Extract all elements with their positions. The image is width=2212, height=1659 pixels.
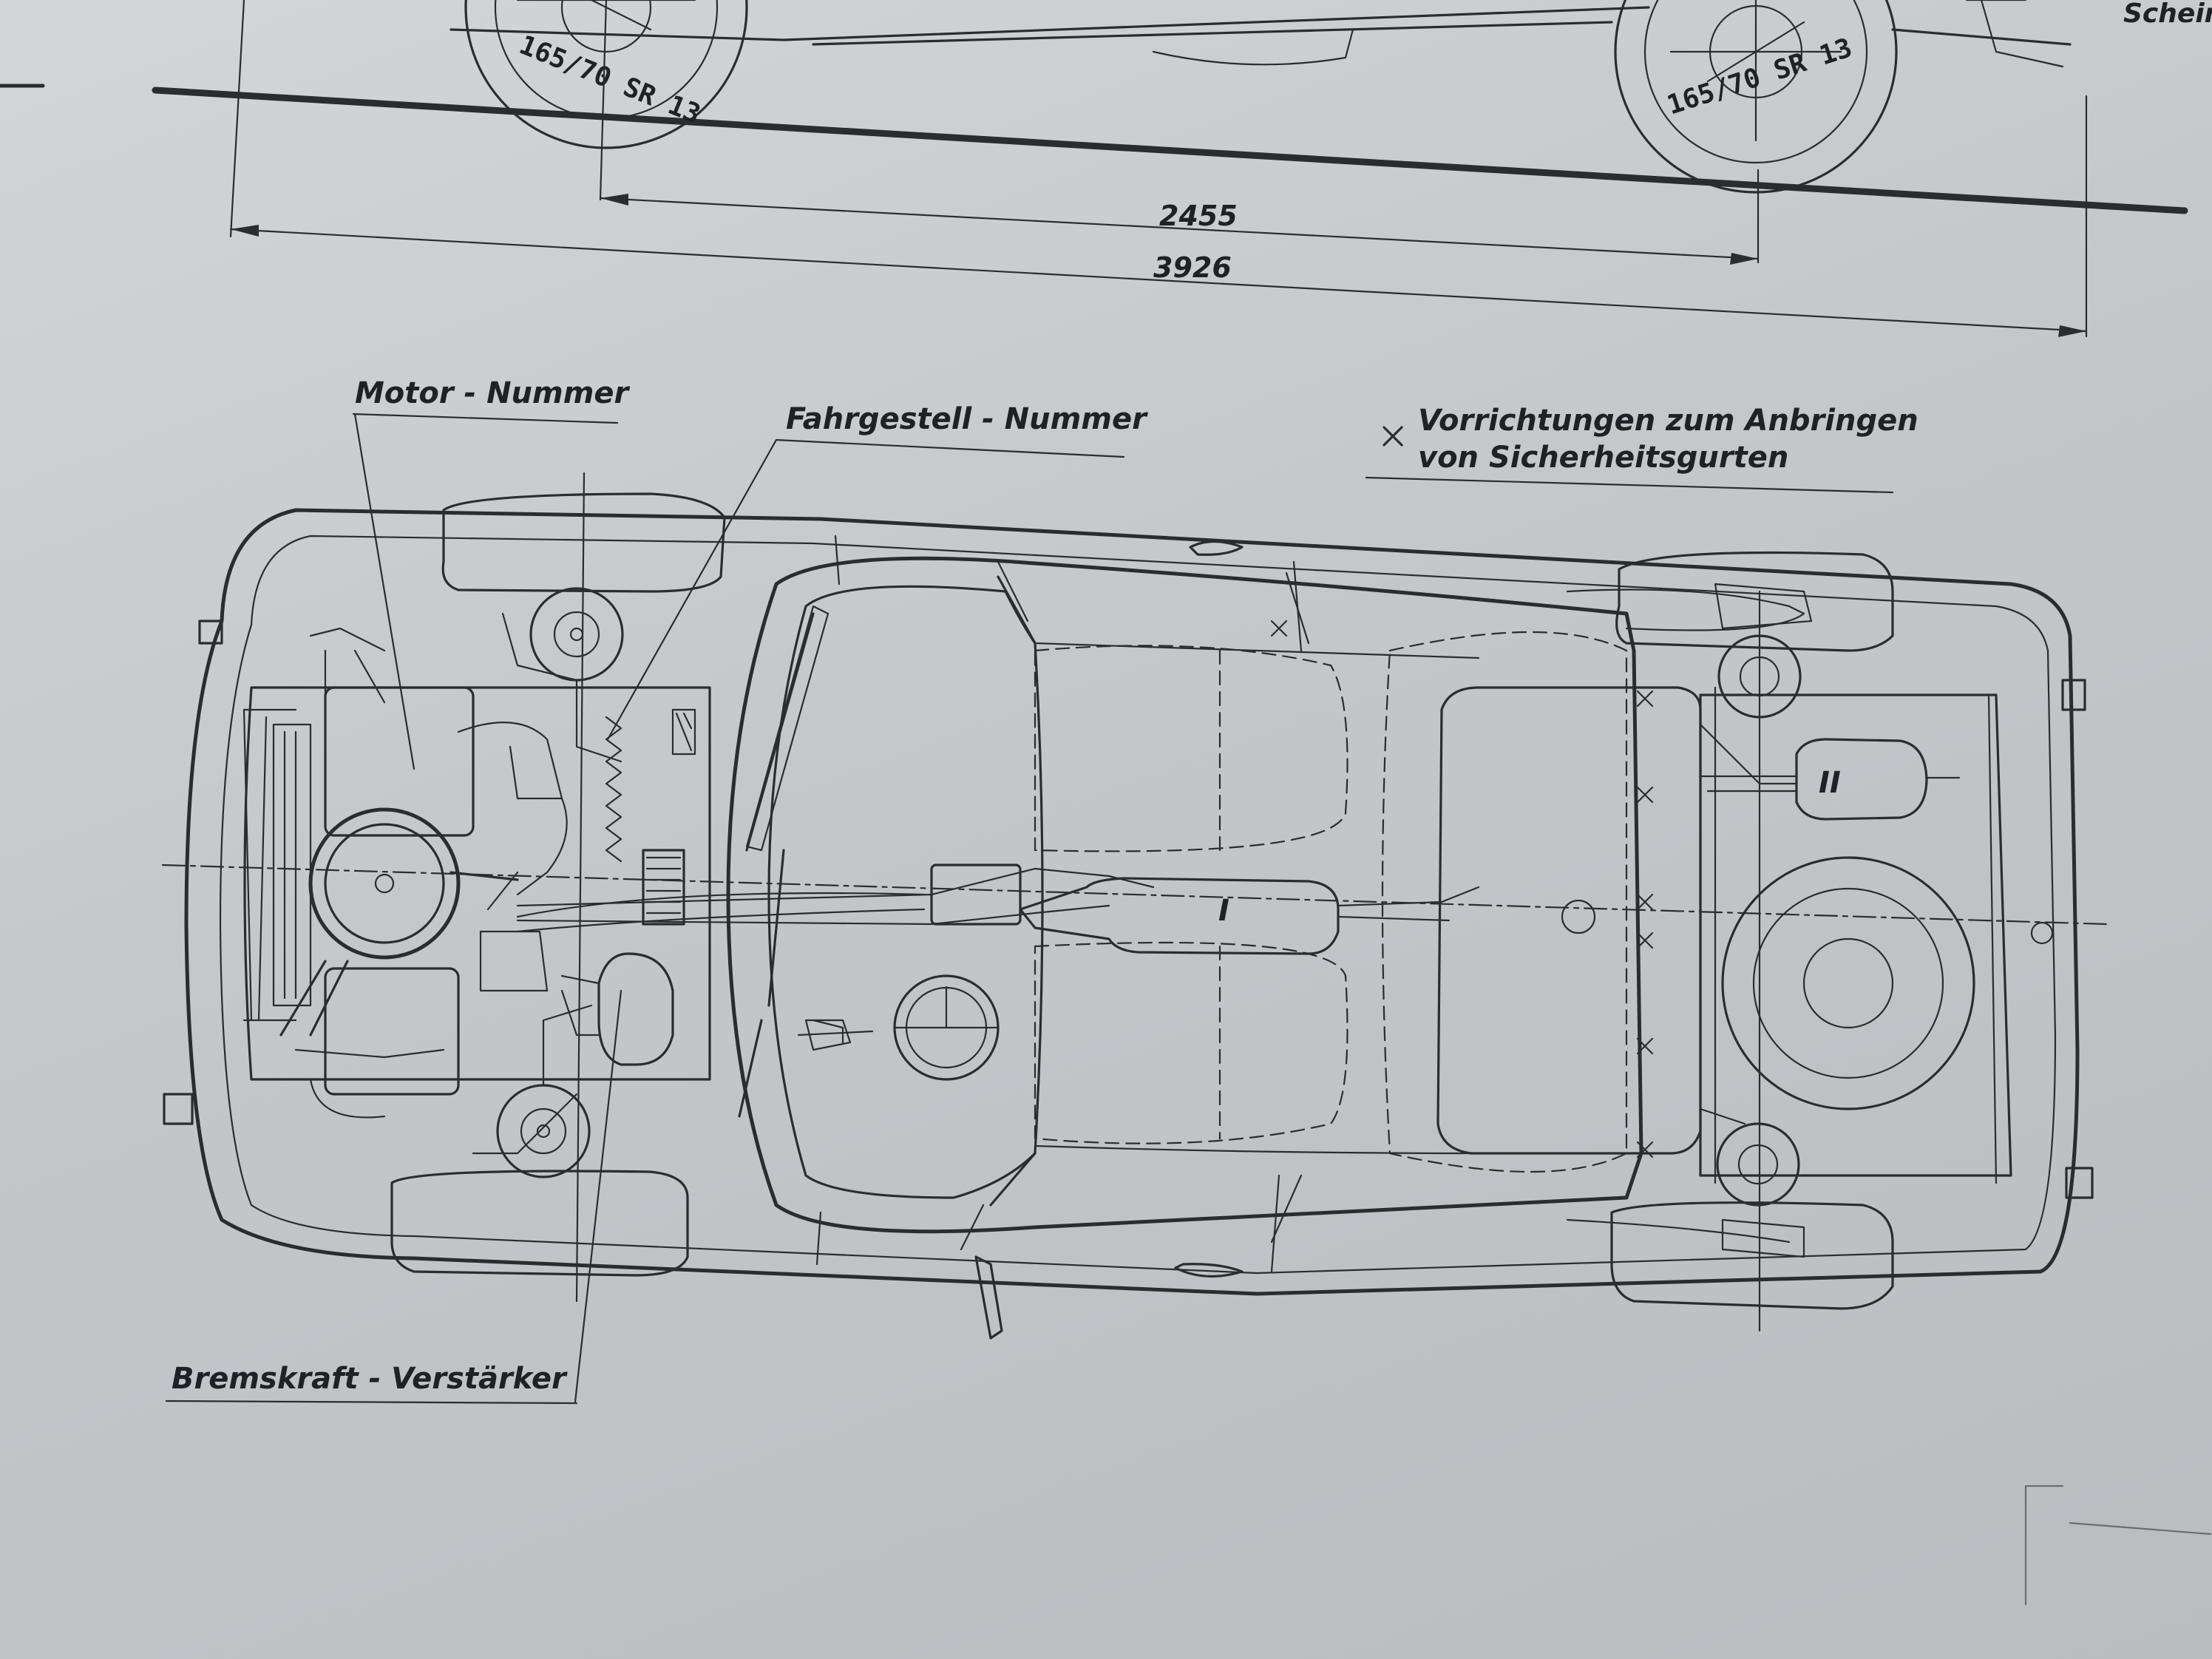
silencer-1-marker: I <box>1218 894 1229 928</box>
windscreen <box>767 585 1044 1199</box>
brake-booster-label: Bremskraft - Verstärker <box>172 1362 568 1396</box>
belt-legend-line2: von Sicherheitsgurten <box>1418 441 1788 475</box>
callout-chassis: Fahrgestell - Nummer <box>606 402 1148 741</box>
belt-anchor-markers <box>1270 620 1654 1158</box>
silencer-2 <box>1795 738 1928 821</box>
front-left-arch <box>441 492 726 593</box>
callout-brake: Bremskraft - Verstärker <box>165 989 622 1405</box>
ground-line <box>152 86 2188 214</box>
front-right-arch <box>390 1170 689 1277</box>
rear-floor-panel <box>1436 686 1702 1155</box>
motor-number-label: Motor - Nummer <box>355 376 631 410</box>
exhaust-system: I II <box>516 738 1961 955</box>
engine-bay <box>242 587 926 1178</box>
belt-anchor-legend-icon <box>1382 426 1403 447</box>
callout-motor: Motor - Nummer <box>352 376 631 770</box>
belt-legend-line1: Vorrichtungen zum Anbringen <box>1418 404 1918 438</box>
cabin-outline <box>726 556 1643 1234</box>
door-handles <box>1174 540 1244 1278</box>
wheelbase-dimension: 2455 <box>599 194 1760 265</box>
rear-left-arch <box>1615 551 1894 652</box>
corner-clipped-label: Schein <box>2123 0 2212 29</box>
silencer-2-marker: II <box>1819 766 1841 800</box>
silencer-1 <box>1019 877 1340 955</box>
wheelbase-value: 2455 <box>1159 200 1238 232</box>
trunk-compartment <box>1699 693 2012 1177</box>
body-outline <box>184 508 2080 1296</box>
callout-belts: Vorrichtungen zum Anbringen von Sicherhe… <box>1365 404 1918 494</box>
wiper <box>738 612 815 1118</box>
length-value: 3926 <box>1153 251 1232 284</box>
side-view: 165/70 SR 13 165/70 SR 13 2455 3926 Sche… <box>0 0 2212 338</box>
top-view: I II <box>161 472 2108 1340</box>
rear-bench <box>1381 631 1628 1173</box>
steering-wheel <box>797 974 1000 1081</box>
rear-right-wheel <box>1716 1122 1800 1207</box>
rear-tire-label: 165/70 SR 13 <box>1663 33 1856 121</box>
spare-wheel <box>1721 856 1975 1110</box>
chassis-number-label: Fahrgestell - Nummer <box>786 402 1148 436</box>
length-dimension: 3926 <box>229 225 2088 337</box>
side-mirror <box>974 1255 1003 1340</box>
front-seats <box>1034 645 1348 1144</box>
center-line <box>161 864 2108 926</box>
rear-right-arch <box>1610 1201 1894 1310</box>
rear-wheel-side <box>1614 0 1898 194</box>
brake-booster <box>597 952 674 1066</box>
